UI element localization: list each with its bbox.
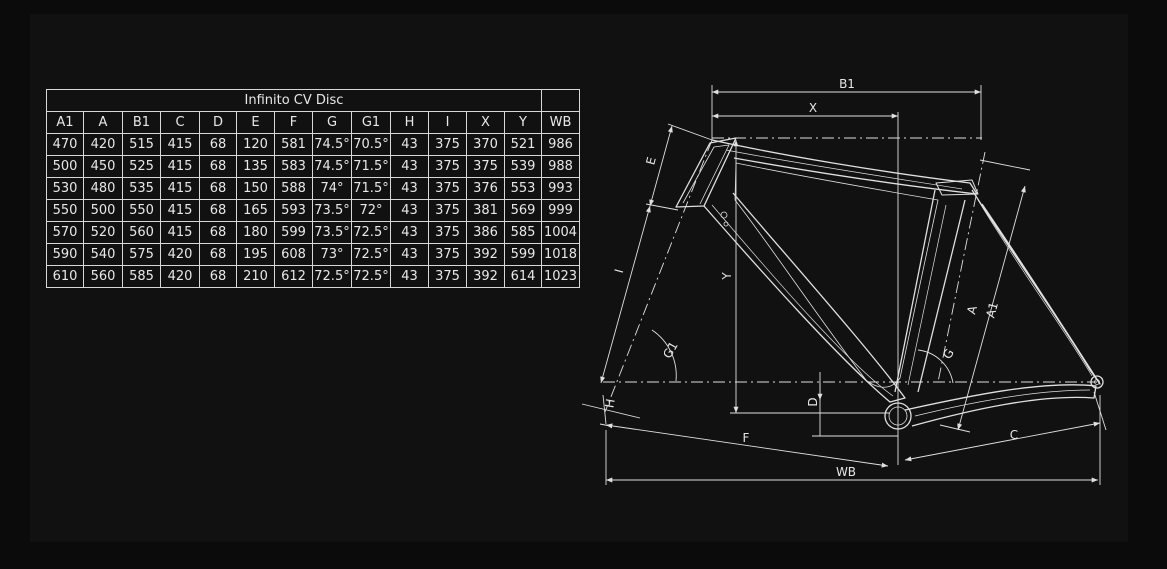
label-x: X bbox=[809, 101, 817, 115]
table-cell: 370 bbox=[466, 133, 505, 156]
table-cell: 450 bbox=[83, 155, 123, 178]
table-title-row: Infinito CV Disc bbox=[46, 89, 580, 112]
label-b1: B1 bbox=[839, 77, 855, 91]
table-cell: 420 bbox=[160, 265, 200, 288]
table-cell: 375 bbox=[428, 199, 467, 222]
table-cell: 993 bbox=[541, 177, 580, 200]
head-tube-inner bbox=[682, 144, 730, 205]
table-cell: 71.5° bbox=[351, 177, 391, 200]
label-h: H bbox=[602, 398, 617, 409]
table-cell: 1023 bbox=[541, 265, 580, 288]
table-cell: 415 bbox=[160, 133, 200, 156]
table-cell: 71.5° bbox=[351, 155, 391, 178]
label-wb: WB bbox=[836, 465, 856, 479]
table-cell: 986 bbox=[541, 133, 580, 156]
table-cell: 195 bbox=[236, 243, 275, 266]
table-cell: 583 bbox=[274, 155, 313, 178]
table-cell: 43 bbox=[390, 133, 429, 156]
table-cell: 392 bbox=[466, 265, 505, 288]
label-y: Y bbox=[720, 272, 734, 281]
dimension-labels: B1 X E I Y G1 H D F WB C A A1 G bbox=[602, 77, 1018, 479]
label-g1: G1 bbox=[660, 339, 681, 361]
table-cell: 72.5° bbox=[351, 265, 391, 288]
down-tube-inner bbox=[711, 204, 894, 397]
table-cell: 614 bbox=[504, 265, 542, 288]
table-cell: 539 bbox=[504, 155, 542, 178]
seat-tube bbox=[894, 189, 966, 393]
top-tube bbox=[711, 139, 978, 195]
label-c: C bbox=[1010, 428, 1018, 442]
table-cell: 120 bbox=[236, 133, 275, 156]
table-cell: 180 bbox=[236, 221, 275, 244]
table-cell: 999 bbox=[541, 199, 580, 222]
label-f: F bbox=[743, 431, 750, 445]
table-cell: 43 bbox=[390, 265, 429, 288]
table-cell: 392 bbox=[466, 243, 505, 266]
table-cell: 210 bbox=[236, 265, 275, 288]
label-a: A bbox=[964, 303, 980, 315]
table-cell: 530 bbox=[46, 177, 84, 200]
table-cell: 150 bbox=[236, 177, 275, 200]
column-header-wb: WB bbox=[541, 111, 580, 134]
label-d: D bbox=[806, 397, 820, 406]
top-tube-inner bbox=[725, 149, 963, 190]
table-cell: 74° bbox=[312, 177, 352, 200]
table-cell: 1004 bbox=[541, 221, 580, 244]
table-cell: 535 bbox=[122, 177, 161, 200]
table-cell: 500 bbox=[46, 155, 84, 178]
label-g: G bbox=[940, 346, 957, 361]
table-cell: 560 bbox=[83, 265, 123, 288]
label-e: E bbox=[643, 155, 658, 166]
table-cell: 375 bbox=[428, 133, 467, 156]
seat-stay bbox=[971, 189, 1101, 385]
table-cell: 43 bbox=[390, 199, 429, 222]
table-cell: 73.5° bbox=[312, 221, 352, 244]
table-cell: 68 bbox=[199, 177, 237, 200]
bike-frame bbox=[675, 137, 1104, 430]
table-cell: 375 bbox=[428, 265, 467, 288]
label-i: I bbox=[612, 267, 626, 274]
dimension-lines bbox=[581, 85, 1107, 485]
table-cell: 68 bbox=[199, 199, 237, 222]
table-cell: 590 bbox=[46, 243, 84, 266]
table-cell: 72.5° bbox=[312, 265, 352, 288]
table-cell: 599 bbox=[504, 243, 542, 266]
down-tube bbox=[703, 192, 906, 403]
table-cell: 581 bbox=[274, 133, 313, 156]
column-header-b1: B1 bbox=[122, 111, 161, 134]
table-cell: 500 bbox=[83, 199, 123, 222]
chain-stay-inner bbox=[914, 389, 1091, 417]
table-cell: 585 bbox=[122, 265, 161, 288]
table-cell: 550 bbox=[46, 199, 84, 222]
table-cell: 375 bbox=[428, 221, 467, 244]
table-cell: 570 bbox=[46, 221, 84, 244]
seat-tube-inner bbox=[907, 204, 947, 386]
table-cell: 612 bbox=[274, 265, 313, 288]
front-triangle-inner bbox=[734, 162, 939, 388]
table-cell: 610 bbox=[46, 265, 84, 288]
table-cell: 135 bbox=[236, 155, 275, 178]
label-a1: A1 bbox=[983, 301, 1001, 320]
table-cell: 376 bbox=[466, 177, 505, 200]
